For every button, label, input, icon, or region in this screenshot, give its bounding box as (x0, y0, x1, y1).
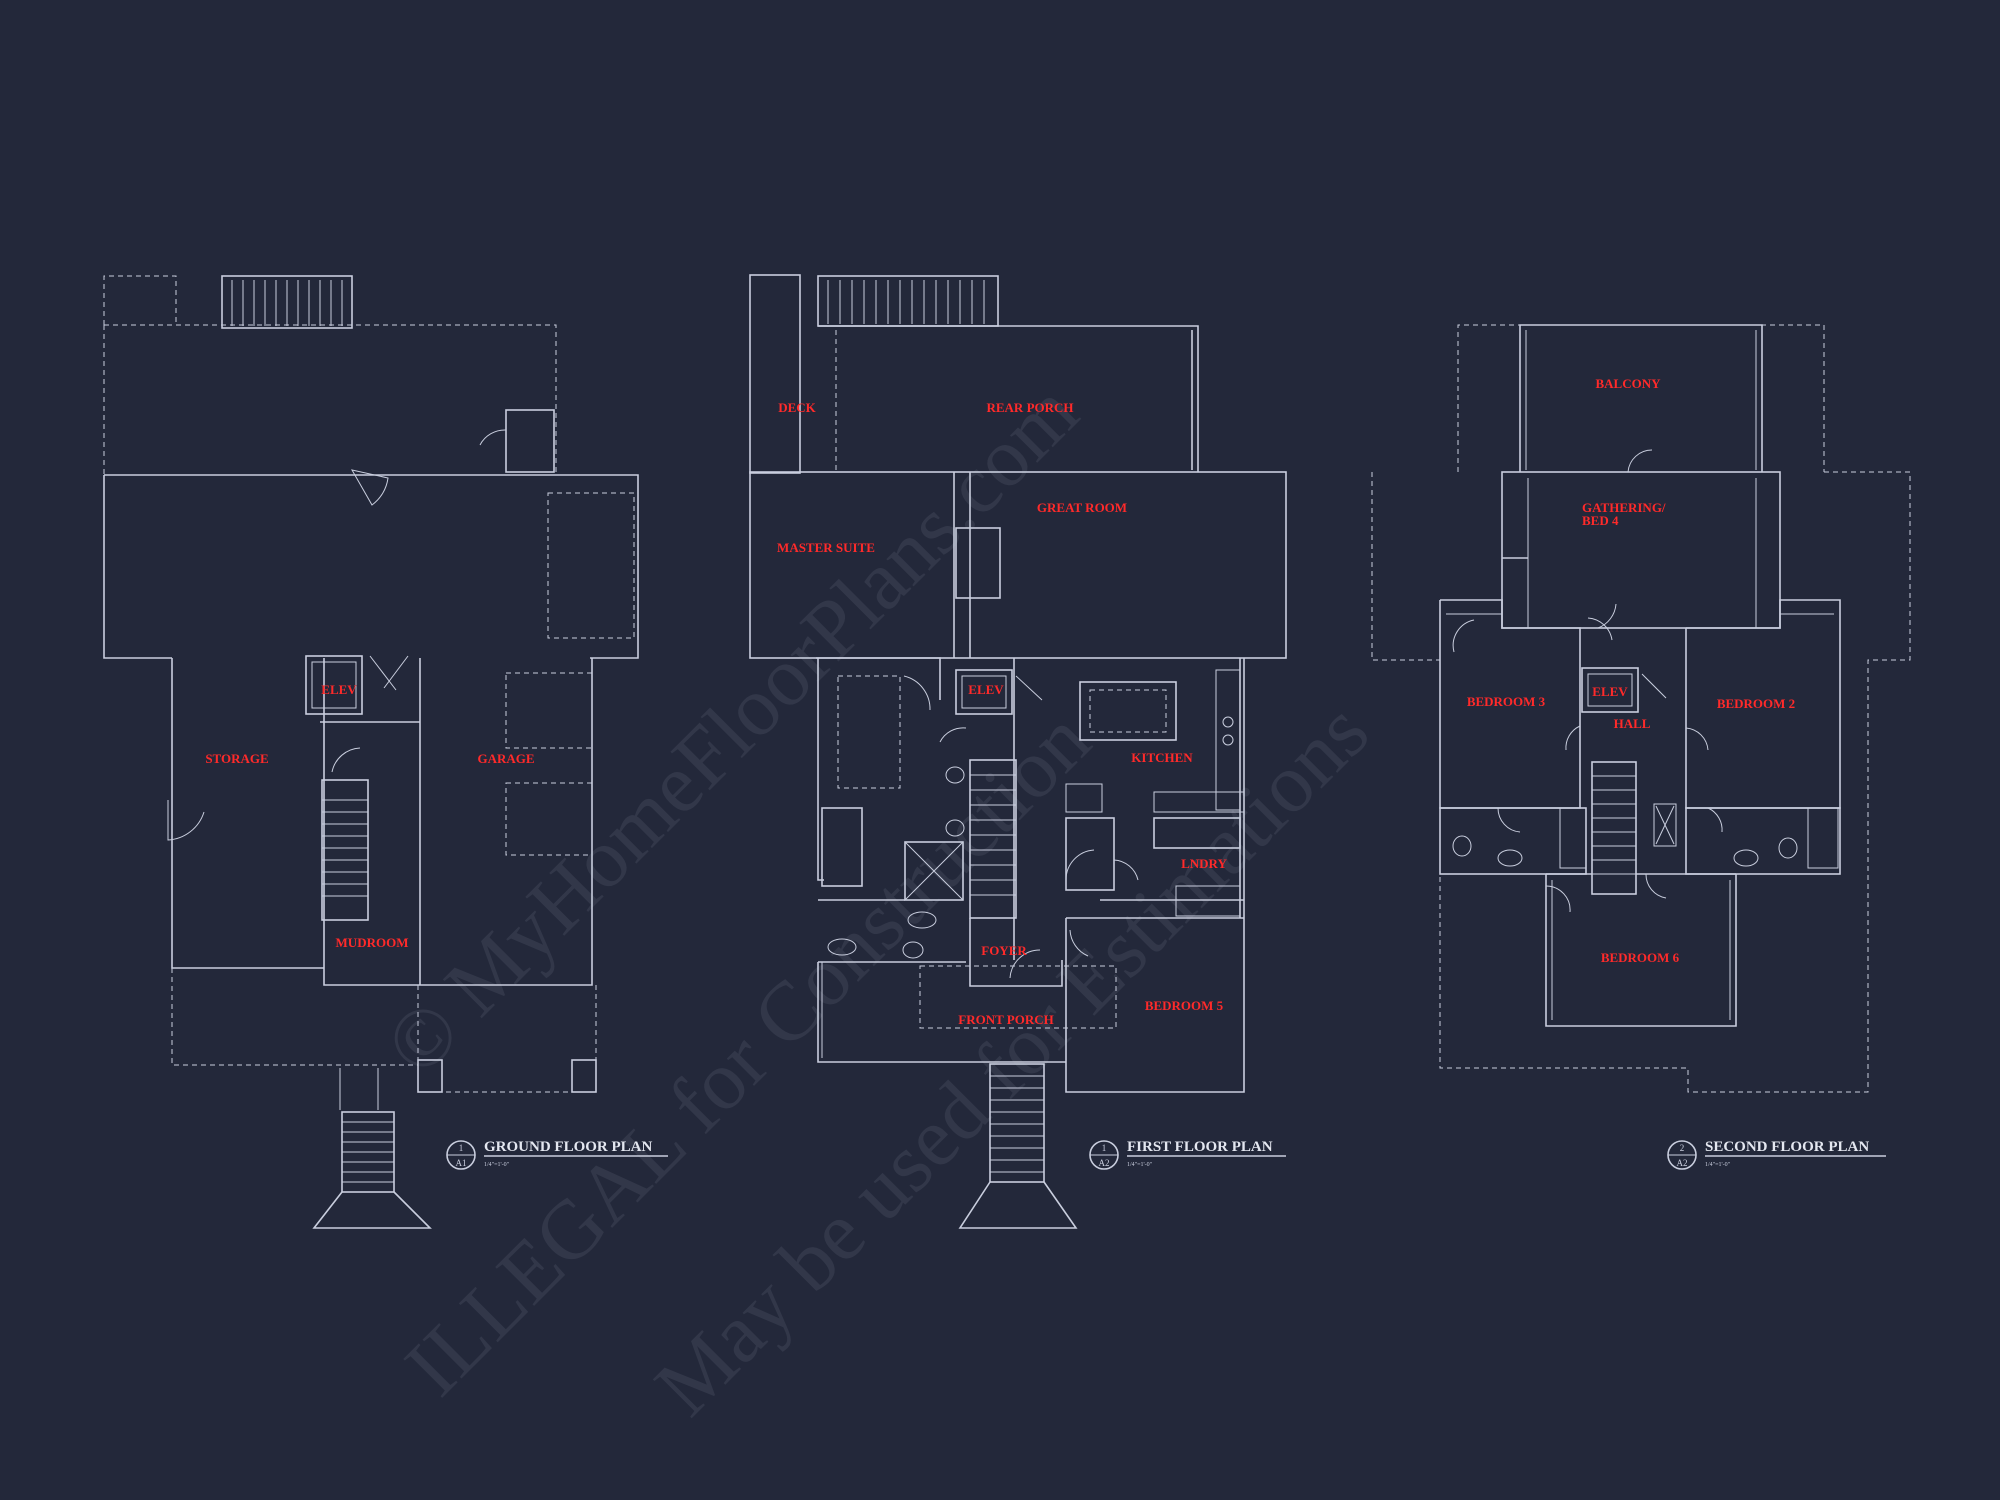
second-ref-sheet: A2 (1677, 1158, 1688, 1168)
second-plan-scale: 1/4"=1'-0" (1705, 1162, 1731, 1168)
room-label-great-room: GREAT ROOM (1037, 500, 1127, 515)
ground-plan-title: GROUND FLOOR PLAN (484, 1139, 653, 1155)
ground-plan-scale: 1/4"=1'-0" (484, 1162, 510, 1168)
room-label-mudroom: MUDROOM (336, 935, 409, 950)
room-label-front-porch: FRONT PORCH (958, 1012, 1053, 1027)
second-title-block: 2 A2 SECOND FLOOR PLAN 1/4"=1'-0" (1667, 1139, 1886, 1170)
first-plan-scale: 1/4"=1'-0" (1127, 1162, 1153, 1168)
second-floor-plan: BALCONY GATHERING/ BED 4 BEDROOM 3 ELEV … (1371, 324, 1911, 1093)
first-ref-number: 1 (1102, 1143, 1107, 1153)
ground-title-block: 1 A1 GROUND FLOOR PLAN 1/4"=1'-0" (446, 1139, 668, 1170)
room-label-bedroom-2: BEDROOM 2 (1717, 696, 1795, 711)
room-label-master-suite: MASTER SUITE (777, 540, 875, 555)
room-label-gathering-line-1: GATHERING/ (1582, 500, 1666, 515)
ground-ref-sheet: A1 (456, 1158, 467, 1168)
room-label-kitchen: KITCHEN (1131, 750, 1193, 765)
room-label-bedroom-3: BEDROOM 3 (1467, 694, 1546, 709)
first-floor-plan: DECK REAR PORCH MASTER SUITE GREAT ROOM … (749, 274, 1287, 1229)
second-plan-title: SECOND FLOOR PLAN (1705, 1139, 1869, 1155)
ground-ref-number: 1 (459, 1143, 464, 1153)
room-label-storage: STORAGE (205, 751, 268, 766)
room-label-elev: ELEV (968, 682, 1004, 697)
first-plan-title: FIRST FLOOR PLAN (1127, 1139, 1273, 1155)
room-label-hall: HALL (1614, 716, 1651, 731)
room-label-elev: ELEV (1592, 684, 1628, 699)
first-ref-sheet: A2 (1099, 1158, 1110, 1168)
first-title-block: 1 A2 FIRST FLOOR PLAN 1/4"=1'-0" (1089, 1139, 1286, 1170)
room-label-bedroom-6: BEDROOM 6 (1601, 950, 1680, 965)
room-label-foyer: FOYER (981, 943, 1027, 958)
room-label-garage: GARAGE (477, 751, 534, 766)
room-label-gathering-line-2: BED 4 (1582, 513, 1619, 528)
second-ref-number: 2 (1680, 1143, 1685, 1153)
room-label-elev: ELEV (321, 682, 357, 697)
room-label-bedroom-5: BEDROOM 5 (1145, 998, 1224, 1013)
ground-floor-plan: ELEV STORAGE GARAGE MUDROOM (103, 275, 639, 1229)
room-label-rear-porch: REAR PORCH (986, 400, 1073, 415)
room-label-deck: DECK (778, 400, 816, 415)
room-label-lndry: LNDRY (1181, 856, 1227, 871)
room-label-balcony: BALCONY (1595, 376, 1661, 391)
